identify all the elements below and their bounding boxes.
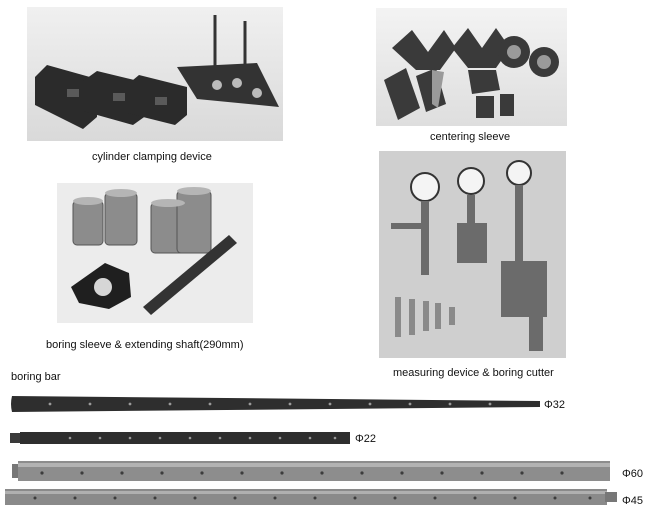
caption-cylinder-clamping-device: cylinder clamping device xyxy=(92,151,212,163)
measuring-device-photo xyxy=(379,151,566,358)
boring-bar-phi32 xyxy=(10,395,542,413)
bar-label-phi32: Φ32 xyxy=(544,399,566,411)
caption-boring-bar: boring bar xyxy=(11,371,61,383)
caption-centering-sleeve: centering sleeve xyxy=(430,131,511,143)
boring-sleeve-photo xyxy=(57,183,253,323)
boring-bar-phi60 xyxy=(12,460,610,482)
bar-label-phi22: Φ22 xyxy=(355,433,377,445)
boring-bar-phi45 xyxy=(5,488,617,506)
cylinder-clamping-device-photo xyxy=(27,7,283,141)
bar-label-phi45: Φ45 xyxy=(622,495,644,507)
bar-label-phi60: Φ60 xyxy=(622,468,644,480)
centering-sleeve-photo xyxy=(376,8,567,126)
caption-measuring-device-boring-cutter: measuring device & boring cutter xyxy=(393,367,554,379)
caption-boring-sleeve-extending-shaft: boring sleeve & extending shaft(290mm) xyxy=(46,339,244,351)
boring-bar-phi22 xyxy=(10,431,350,445)
